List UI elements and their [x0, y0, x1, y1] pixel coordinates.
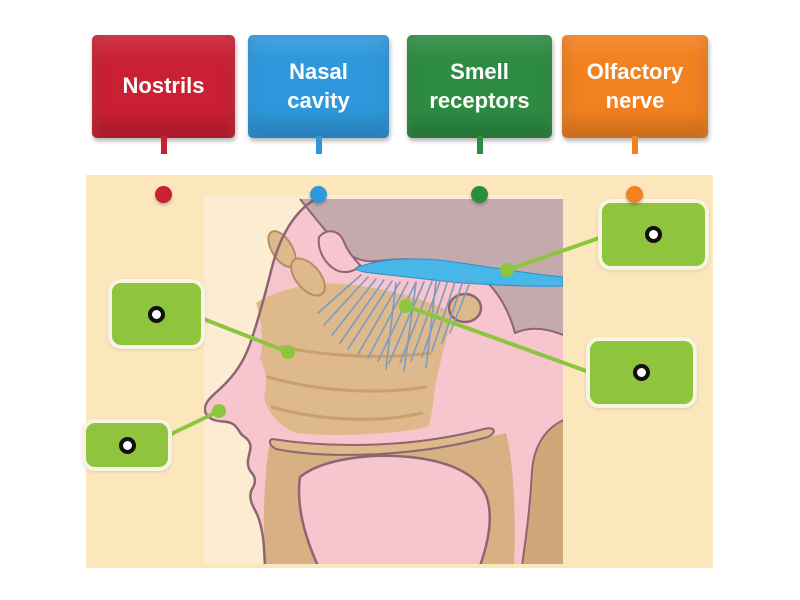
- head-cross-section: [204, 195, 563, 564]
- olfactory-fibers: [317, 274, 473, 372]
- label-text: Nostrils: [122, 73, 205, 99]
- label-card-olfactory-nerve[interactable]: Olfactory nerve: [562, 35, 708, 203]
- connector-olfactory-nerve: [500, 235, 604, 277]
- tongue: [297, 454, 492, 564]
- nose-anatomy-illustration: [165, 195, 604, 564]
- olfactory-bulb: [355, 258, 563, 287]
- label-pin-icon: [154, 186, 172, 203]
- label-text: Nasal cavity: [287, 58, 350, 113]
- nasal-cavity-region: [256, 283, 454, 435]
- turbinate-ridges: [266, 345, 432, 421]
- connector-nasal-cavity: [199, 316, 295, 359]
- label-card-nasal-cavity[interactable]: Nasal cavity: [248, 35, 389, 203]
- label-pin-icon: [626, 186, 643, 203]
- target-dot-icon: [633, 364, 650, 381]
- label-stem: [632, 136, 638, 154]
- label-stem: [160, 136, 167, 154]
- label-text: Smell receptors: [429, 58, 530, 113]
- label-pin-icon: [470, 186, 488, 203]
- label-stem: [476, 136, 483, 154]
- drop-zone[interactable]: [598, 199, 709, 270]
- target-dot-icon: [118, 436, 136, 454]
- label-pin-icon: [309, 186, 327, 203]
- drop-zone[interactable]: [108, 279, 205, 349]
- target-dot-icon: [645, 226, 662, 243]
- label-stem: [315, 136, 322, 154]
- connector-nostrils: [165, 404, 226, 438]
- sinus-blob: [290, 257, 326, 297]
- drop-zone[interactable]: [586, 337, 697, 408]
- connector-smell-receptors: [399, 299, 591, 374]
- palate-strip: [268, 427, 495, 456]
- label-card-nostrils[interactable]: Nostrils: [92, 35, 235, 203]
- target-dot-icon: [148, 305, 165, 323]
- brain-region: [300, 199, 563, 335]
- label-text: Olfactory nerve: [586, 58, 684, 113]
- cribriform-bump: [317, 230, 362, 274]
- label-card-smell-receptors[interactable]: Smell receptors: [407, 35, 552, 203]
- pharynx-back: [522, 420, 563, 564]
- drop-zone[interactable]: [82, 419, 172, 471]
- face-outline: [204, 197, 317, 564]
